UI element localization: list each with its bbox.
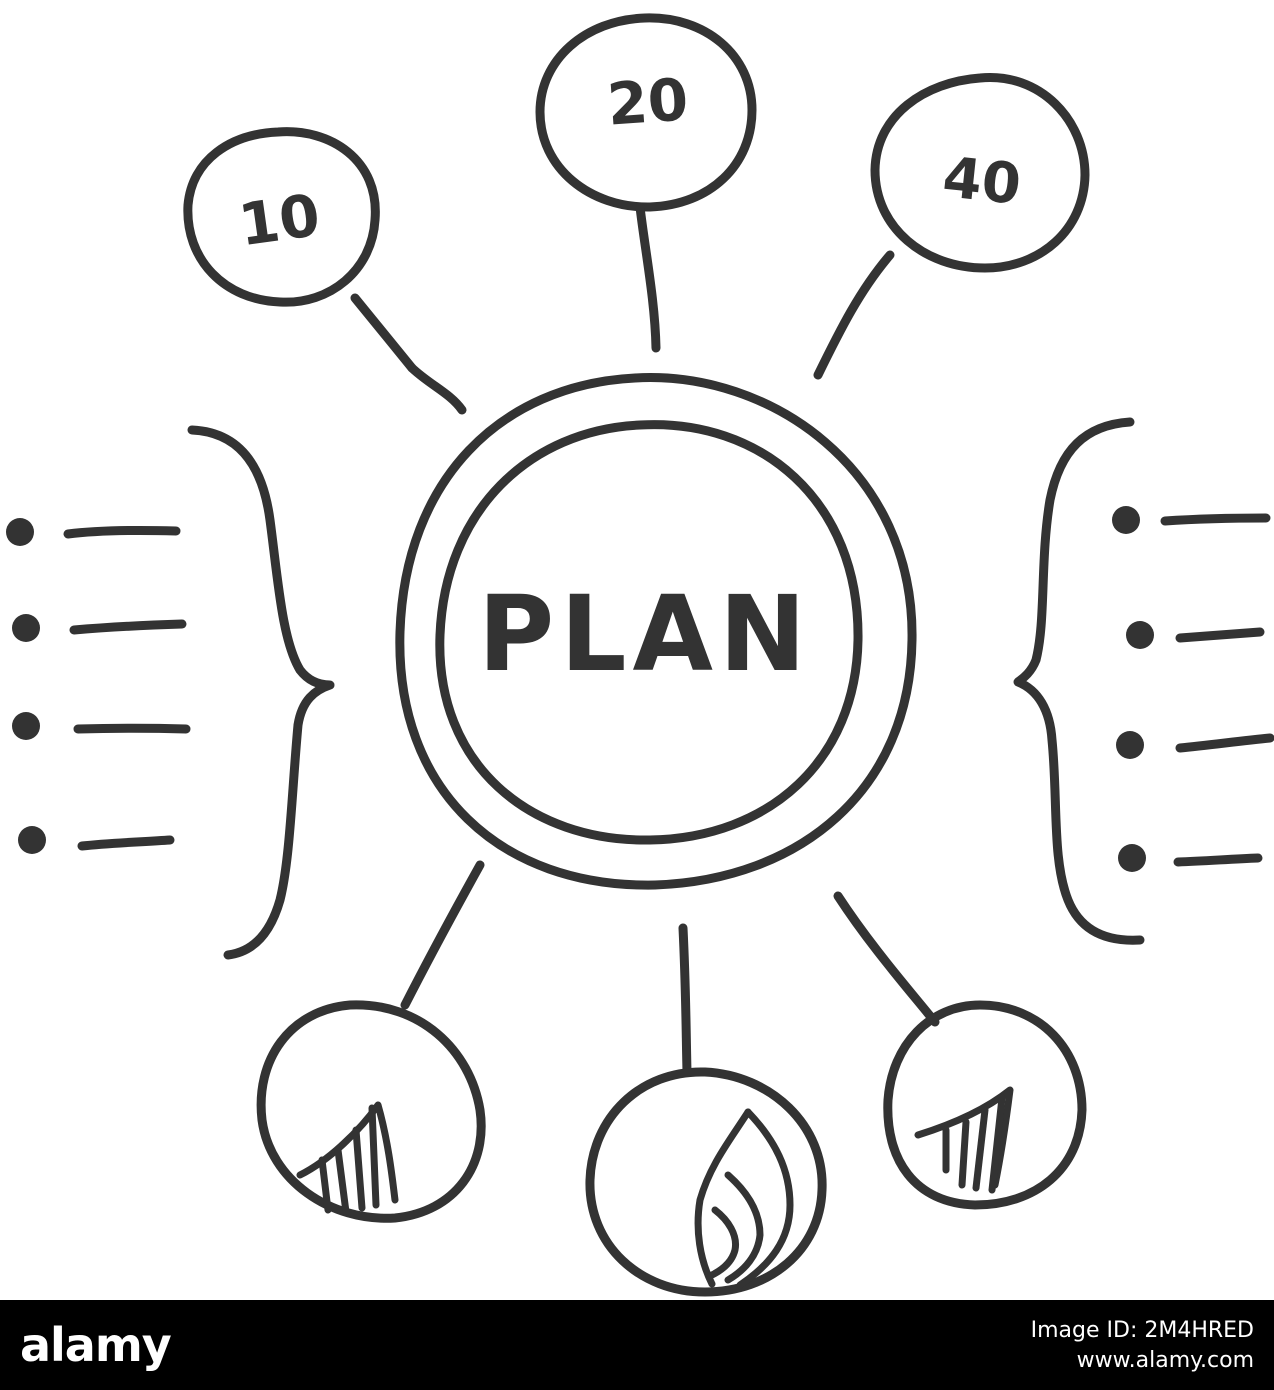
right-list-item — [1126, 621, 1265, 649]
top-node-label-2: 20 — [605, 65, 690, 138]
bar-chart-icon — [296, 1101, 399, 1216]
bottom-node-right — [833, 891, 1087, 1210]
left-list-item — [12, 614, 187, 642]
top-node-20: 20 — [535, 13, 757, 353]
watermark-info: Image ID: 2M4HRED www.alamy.com — [1031, 1316, 1254, 1376]
bottom-node-left — [256, 860, 486, 1223]
top-node-label-1: 10 — [235, 181, 324, 260]
top-node-10: 10 — [183, 127, 467, 415]
image-id-text: Image ID: 2M4HRED — [1030, 1318, 1254, 1343]
center-node: PLAN — [395, 373, 917, 890]
watermark-bar: alamy Image ID: 2M4HRED www.alamy.com — [0, 1300, 1274, 1390]
right-list-item — [1118, 844, 1263, 872]
bottom-node-center — [585, 923, 827, 1297]
left-list-item — [6, 518, 181, 546]
top-node-label-3: 40 — [940, 145, 1024, 218]
left-list-item — [18, 826, 175, 854]
left-list — [6, 425, 335, 960]
pie-chart-icon — [694, 1108, 794, 1289]
site-url-text: www.alamy.com — [1076, 1348, 1254, 1373]
bar-chart-icon — [914, 1086, 1014, 1194]
right-list-item — [1112, 506, 1271, 534]
brand-logo: alamy — [20, 1318, 172, 1372]
top-node-40: 40 — [813, 73, 1090, 380]
right-list — [1013, 417, 1274, 945]
mind-map-diagram: 10 20 40 PLAN — [6, 13, 1274, 1297]
left-list-item — [12, 712, 191, 740]
center-node-label: PLAN — [478, 573, 812, 695]
right-list-item — [1116, 731, 1274, 759]
